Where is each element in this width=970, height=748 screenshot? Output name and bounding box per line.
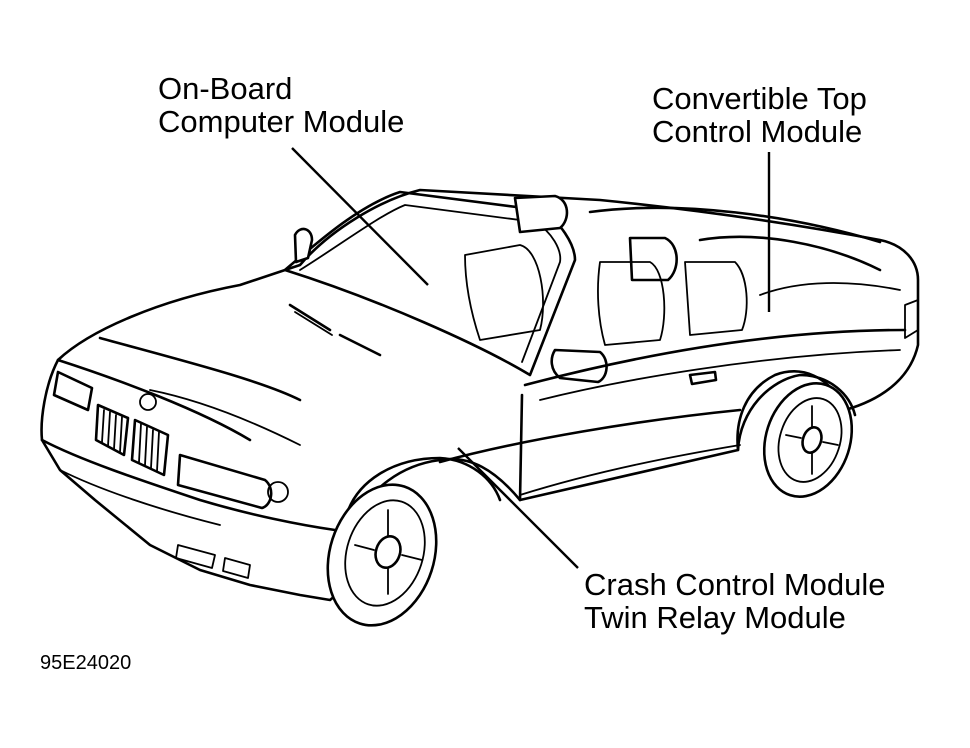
headlight-left bbox=[52, 370, 94, 412]
front-wheel bbox=[326, 483, 438, 627]
leader-onboard bbox=[291, 147, 429, 286]
figure-id: 95E24020 bbox=[40, 652, 132, 674]
mirror-left bbox=[293, 227, 314, 264]
door-handle bbox=[688, 370, 718, 386]
taillight bbox=[904, 299, 919, 339]
windshield-frame bbox=[283, 190, 577, 377]
callout-onboard-line2: Computer Module bbox=[158, 104, 405, 139]
foglight-right bbox=[222, 557, 251, 579]
front-bumper bbox=[40, 438, 337, 532]
callout-onboard-computer: On-Board Computer Module bbox=[158, 72, 404, 138]
rollbar-front bbox=[513, 194, 569, 234]
foglight-left bbox=[175, 544, 216, 569]
rear-wheel bbox=[762, 382, 854, 498]
hood-badge bbox=[139, 393, 157, 411]
callout-convertible-top: Convertible Top Control Module bbox=[652, 82, 867, 148]
callout-crash-line2: Twin Relay Module bbox=[584, 600, 846, 635]
callout-crash-line1: Crash Control Module bbox=[584, 567, 886, 602]
callout-crash-control: Crash Control Module Twin Relay Module bbox=[584, 568, 886, 634]
callout-convertible-line1: Convertible Top bbox=[652, 81, 867, 116]
rollbar-rear bbox=[628, 236, 678, 282]
callout-onboard-line1: On-Board bbox=[158, 71, 293, 106]
seat-left bbox=[464, 244, 544, 341]
callout-convertible-line2: Control Module bbox=[652, 114, 863, 149]
seat-right bbox=[597, 261, 666, 346]
leader-crash bbox=[457, 447, 579, 569]
